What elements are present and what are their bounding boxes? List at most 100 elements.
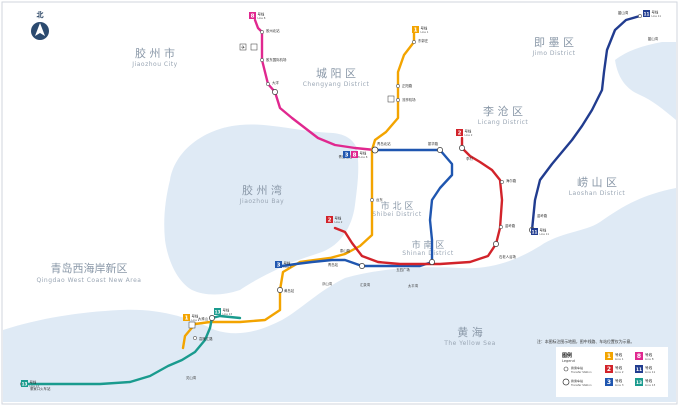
- legend-line-number: 1: [607, 353, 611, 360]
- station-dot[interactable]: [638, 14, 642, 18]
- district-xihaian: 青岛西海岸新区: [51, 261, 128, 275]
- station-label: 石老人浴场: [499, 254, 517, 259]
- line-badge-label: 号线: [540, 228, 547, 233]
- station-label: 流亭机场: [402, 97, 416, 102]
- station-dot[interactable]: [500, 180, 504, 184]
- legend-station-icon: [563, 366, 569, 372]
- station-dot[interactable]: [396, 98, 400, 102]
- line-badge-label-en: Line 8: [258, 16, 266, 20]
- district-jiaozhou: 胶 州 市: [135, 46, 175, 60]
- transfer-station[interactable]: [429, 259, 435, 265]
- legend-line-box: [605, 365, 613, 373]
- line-badge-label: 号线: [192, 314, 199, 319]
- line-badge-box: [351, 151, 358, 158]
- line-badge-number: 3: [345, 153, 349, 159]
- station-dot[interactable]: [193, 336, 197, 340]
- legend-transfer-icon: [562, 378, 570, 386]
- line-badge-label: 号线: [335, 216, 342, 221]
- transfer-station[interactable]: [437, 147, 443, 153]
- compass: 北: [31, 10, 49, 40]
- line-badge-label-en: Line 1: [421, 30, 429, 34]
- transfer-station[interactable]: [277, 287, 283, 293]
- legend-title-en: Legend: [562, 359, 575, 363]
- line2-route: [333, 136, 504, 266]
- line-badge-label-en: Line 3: [284, 265, 292, 269]
- district-labels: 胶 州 市 Jiaozhou City 城 阳 区 Chengyang Dist…: [37, 36, 625, 347]
- transfer-station[interactable]: [459, 145, 465, 151]
- bay-label: 鳌山湾: [648, 36, 659, 41]
- station-dot[interactable]: [499, 225, 503, 229]
- line-badge-box: [326, 216, 333, 223]
- station-dot[interactable]: [396, 84, 400, 88]
- station-label: 鳌山湾: [618, 10, 629, 15]
- airport-icons: ✈: [188, 43, 395, 329]
- district-huanghai: 黄 海: [457, 325, 483, 339]
- line-badge-number: 2: [328, 218, 332, 224]
- bay-label: 太平湾: [408, 283, 419, 288]
- station-dot[interactable]: [412, 40, 416, 44]
- legend-line-box: [635, 365, 643, 373]
- airport-glyph: ✈: [241, 45, 245, 51]
- map-note: 注：本图标注图示地图，图中线路、车站位置仅为示意。: [537, 339, 634, 344]
- line-badge-label-en: Line 13: [30, 384, 40, 388]
- station-label: 大珠山: [198, 316, 209, 321]
- legend-item-label: 换乘车站: [571, 378, 583, 383]
- line11-route: [530, 14, 642, 232]
- sea: [3, 3, 676, 403]
- station-label: 振华路: [428, 141, 439, 146]
- legend: 图例 Legend 换乘车站 Transfer Station 换乘车站 Tra…: [556, 347, 668, 397]
- station-dot[interactable]: [370, 198, 374, 202]
- transfer-station[interactable]: [371, 146, 379, 154]
- station-dot[interactable]: [260, 58, 264, 62]
- legend-line-label: 号线: [645, 365, 653, 370]
- station-dot[interactable]: [260, 30, 264, 34]
- station-dot[interactable]: [266, 82, 270, 86]
- line-badge-number: 13: [215, 310, 221, 315]
- transfer-station[interactable]: [493, 241, 499, 247]
- station-label: 青岛北站: [377, 141, 391, 146]
- station-label: 李村: [466, 156, 473, 161]
- district-jiaozhouwan-en: Jiaozhou Bay: [239, 198, 284, 205]
- district-shibei-en: Shibei District: [372, 211, 422, 218]
- station-label: 胶州北站: [266, 28, 280, 33]
- district-shinan: 市 南 区: [412, 239, 445, 251]
- legend-line-box: [605, 378, 613, 386]
- line1-route: [181, 30, 416, 350]
- line-badge-label-en: Line 8: [360, 155, 368, 159]
- line-badge-label-en: Line 2: [465, 133, 473, 137]
- district-jimo-en: Jimo District: [532, 50, 576, 57]
- line-badge-label: 号线: [421, 26, 428, 31]
- transfer-station[interactable]: [359, 263, 365, 269]
- line-badge-number: 2: [458, 131, 462, 137]
- line-badge-label-en: Line 1: [192, 318, 200, 322]
- line-badge-label: 号线: [465, 129, 472, 134]
- line-badge-number: 3: [277, 263, 281, 269]
- transfer-station[interactable]: [272, 89, 278, 95]
- station-label: 五四广场: [396, 267, 410, 272]
- transfer-station[interactable]: [209, 315, 215, 321]
- legend-line-number: 2: [607, 366, 611, 373]
- line-badge-label: 号线: [652, 10, 659, 15]
- legend-line-label: 号线: [645, 352, 653, 357]
- station-label: 嘉陵江路: [199, 336, 213, 341]
- line-badge-label: 号线: [223, 308, 230, 313]
- station-label: 黄岛站: [284, 288, 295, 293]
- line-badge-box: [343, 151, 350, 158]
- line-badge-label: 号线: [360, 151, 367, 156]
